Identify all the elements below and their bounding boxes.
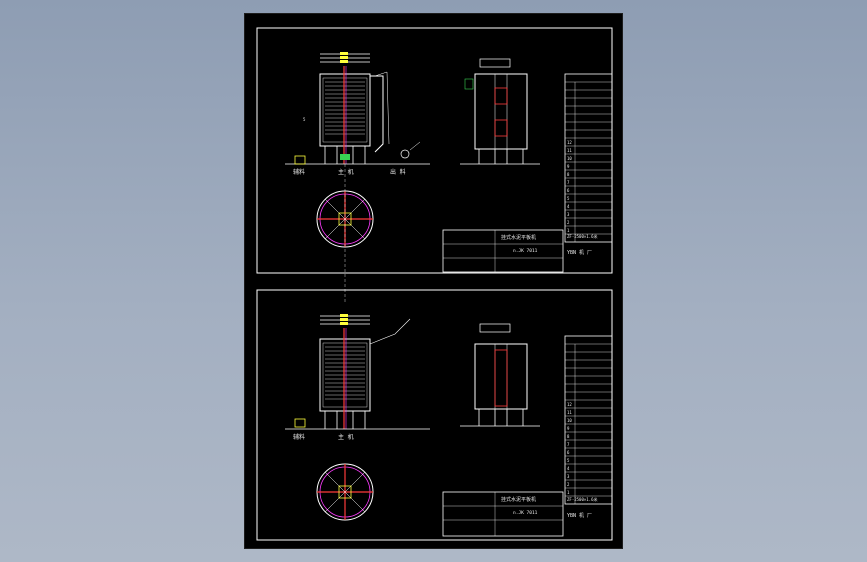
cad-drawing: 5 辅料 主 机 出 料 [256, 27, 613, 541]
drawing-sheet[interactable]: 5 辅料 主 机 出 料 [244, 13, 623, 549]
top-part-number: 4 [567, 204, 570, 209]
bottom-part-number: 9 [567, 426, 570, 431]
top-part-number: 5 [567, 196, 570, 201]
bottom-plan-view [316, 463, 374, 521]
top-plan-view [316, 164, 374, 304]
bottom-title-company: YBN 机 厂 [567, 512, 592, 519]
bottom-part-number: 10 [567, 418, 572, 423]
bottom-part-number: 8 [567, 434, 570, 439]
bottom-part-number: 6 [567, 450, 570, 455]
label-top-left-b: 主 机 [338, 168, 354, 176]
top-part-number: 9 [567, 164, 570, 169]
bottom-title-main: 挂式水泥平板机 [501, 496, 536, 503]
label-bottom-left-b: 主 机 [338, 433, 354, 441]
bottom-sheet: 辅料 主 机 [256, 289, 613, 541]
top-sheet: 5 辅料 主 机 出 料 [256, 27, 613, 304]
bottom-part-number: 3 [567, 474, 570, 479]
bottom-title-sub: n.JK 7011 [513, 510, 538, 516]
top-part-number: 8 [567, 172, 570, 177]
top-front-view: 5 辅料 主 机 出 料 [285, 52, 430, 176]
label-bottom-left-a: 辅料 [293, 433, 305, 441]
label-top-right-a: 出 料 [390, 168, 406, 176]
top-title-company: YBN 机 厂 [567, 249, 592, 256]
bottom-part-number: 7 [567, 442, 570, 447]
bottom-parts-list: 12 11 10 9 8 7 6 5 4 3 2 1 [564, 335, 613, 505]
top-title-sub: n.JK 7011 [513, 248, 538, 254]
label-top-left-a: 辅料 [293, 168, 305, 176]
top-part-number: 6 [567, 188, 570, 193]
bottom-part-number: 1 [567, 490, 570, 495]
top-title-main: 挂式水泥平板机 [501, 234, 536, 241]
top-part-number: 7 [567, 180, 570, 185]
bottom-title-block: 挂式水泥平板机 n.JK 7011 ZF-2500×1.6米 YBN 机 厂 [442, 491, 598, 537]
bottom-part-number: 12 [567, 402, 572, 407]
bottom-side-view [460, 323, 540, 427]
top-part-number: 11 [567, 148, 572, 153]
top-part-number: 2 [567, 220, 570, 225]
bottom-title-code: ZF-2500×1.6米 [567, 496, 598, 502]
bottom-part-number: 11 [567, 410, 572, 415]
top-part-number: 1 [567, 228, 570, 233]
top-part-number: 3 [567, 212, 570, 217]
bottom-part-number: 5 [567, 458, 570, 463]
top-side-view [460, 58, 540, 165]
top-part-number: 10 [567, 156, 572, 161]
bottom-front-view: 辅料 主 机 [285, 314, 430, 441]
top-title-code: ZF-2500×1.6米 [567, 233, 598, 239]
svg-text:5: 5 [303, 117, 306, 122]
top-part-number: 12 [567, 140, 572, 145]
top-parts-list: 12 11 10 9 8 7 6 5 4 3 2 1 [564, 73, 613, 243]
bottom-part-number: 4 [567, 466, 570, 471]
bottom-part-number: 2 [567, 482, 570, 487]
top-title-block: 挂式水泥平板机 n.JK 7011 ZF-2500×1.6米 YBN 机 厂 [442, 229, 598, 273]
